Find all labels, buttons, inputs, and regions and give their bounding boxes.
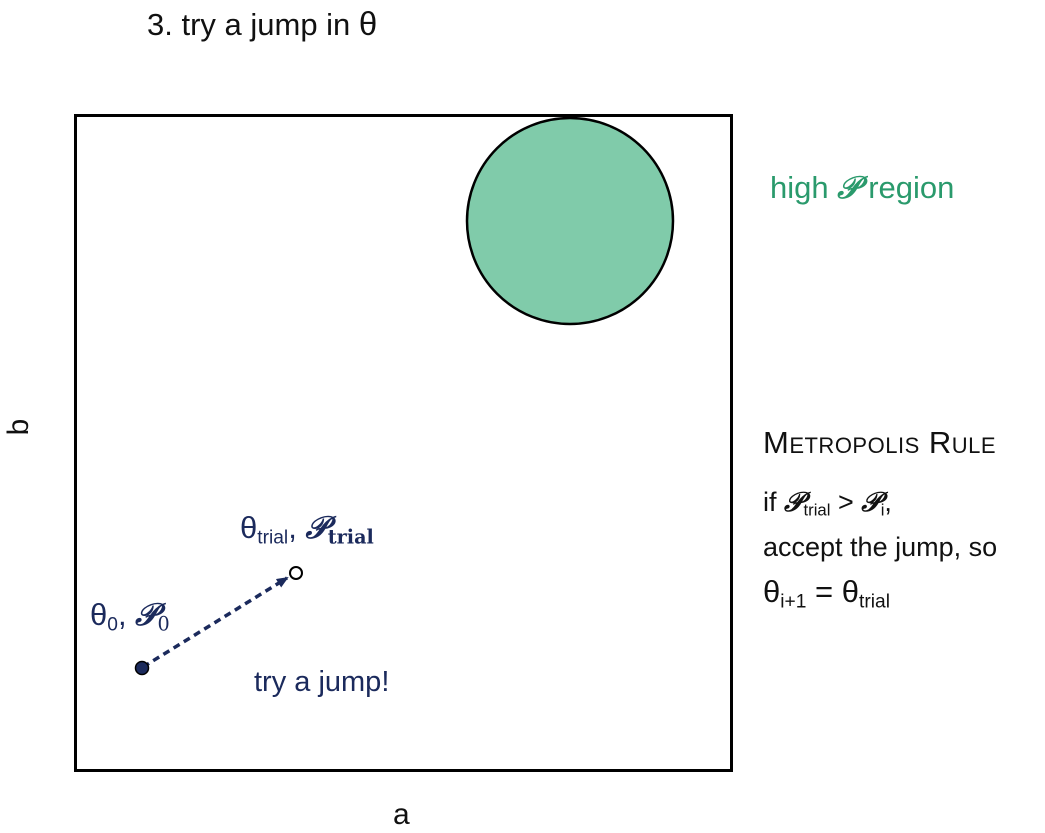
slide-title-text: 3. try a jump in <box>147 7 359 42</box>
parameter-space-frame <box>74 114 733 772</box>
rule-theta-rhs-sub: trial <box>859 591 890 613</box>
start-p-sub: 0 <box>157 612 170 636</box>
region-label-prefix: high <box>770 170 838 205</box>
rule-theta-lhs: θ <box>763 574 781 609</box>
high-p-region-label: high 𝒫 region <box>770 168 954 208</box>
start-p: 𝒫 <box>135 597 158 633</box>
y-axis-label: b <box>2 418 35 436</box>
start-theta-sub: 0 <box>107 614 118 636</box>
slide-title: 3. try a jump in θ <box>147 4 377 45</box>
rule-theta-rhs: θ <box>841 574 860 609</box>
rule-eq: = <box>806 574 842 609</box>
high-p-region-circle <box>465 116 675 326</box>
trial-p-sub: trial <box>327 525 374 549</box>
start-theta: θ <box>90 597 108 632</box>
rule-p-trial-sub: trial <box>803 500 831 520</box>
rule-comma: , <box>884 487 892 517</box>
metropolis-rule-title: Metropolis Rule <box>763 425 997 460</box>
rule-theta-lhs-sub: i+1 <box>780 591 807 613</box>
trial-theta: θ <box>240 510 258 545</box>
metropolis-rule-accept: accept the jump, so <box>763 532 998 562</box>
jump-arrow <box>142 576 289 669</box>
metropolis-rule-condition: if 𝒫trial > 𝒫i, <box>763 486 892 527</box>
rule-p-trial: 𝒫 <box>784 487 804 518</box>
rule-if: if <box>763 487 785 517</box>
start-sep: , <box>117 597 136 632</box>
x-axis-label: a <box>393 798 410 831</box>
rule-gt: > <box>830 487 862 517</box>
start-point-label: θ0, 𝒫0 <box>90 597 170 643</box>
rule-p-i-sub: i <box>880 500 885 520</box>
metropolis-rule-update: θi+1 = θtrial <box>763 574 890 620</box>
trial-point-label: θtrial, 𝒫trial <box>240 510 374 556</box>
trial-sep: , <box>288 510 306 545</box>
jump-label: try a jump! <box>254 666 390 698</box>
trial-p: 𝒫 <box>305 510 328 546</box>
region-label-suffix: region <box>859 170 955 205</box>
slide-title-theta: θ <box>358 5 378 42</box>
region-label-p-symbol: 𝒫 <box>837 170 860 206</box>
rule-p-i: 𝒫 <box>861 487 881 518</box>
trial-point <box>289 566 303 580</box>
start-point <box>134 660 150 676</box>
trial-theta-sub: trial <box>257 527 289 549</box>
